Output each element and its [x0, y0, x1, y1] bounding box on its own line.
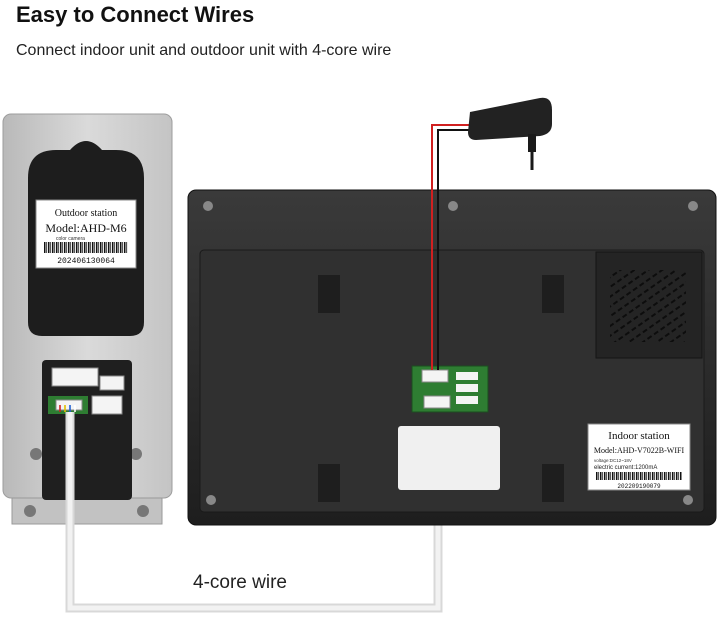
indoor-label-current: electric current:1200mA [594, 465, 657, 471]
outdoor-label-note: color camera [56, 236, 85, 242]
outdoor-station: Outdoor station Model:AHD-M6 color camer… [3, 114, 172, 524]
outdoor-label-serial: 202406130064 [57, 257, 115, 266]
outdoor-label-model: Model:AHD-M6 [45, 221, 126, 235]
screw-icon [448, 201, 458, 211]
screw-icon [203, 201, 213, 211]
barcode-icon [44, 242, 128, 253]
screw-icon [683, 495, 693, 505]
indoor-label-voltage: voltage:DC12~18V [594, 458, 632, 463]
indoor-label-model: Model:AHD-V7022B-WIFI [594, 446, 685, 455]
indoor-monitor: Indoor station Model:AHD-V7022B-WIFI vol… [188, 190, 716, 525]
indoor-label-serial: 202209190079 [617, 483, 661, 490]
speaker-grille-icon [610, 270, 686, 342]
wire-label: 4-core wire [193, 572, 287, 594]
outdoor-label-heading: Outdoor station [55, 208, 118, 219]
screw-icon [206, 495, 216, 505]
power-adapter-icon [468, 98, 552, 140]
barcode-icon [596, 472, 682, 480]
indoor-label-heading: Indoor station [608, 430, 670, 442]
screw-icon [137, 505, 149, 517]
screw-icon [24, 505, 36, 517]
screw-icon [688, 201, 698, 211]
